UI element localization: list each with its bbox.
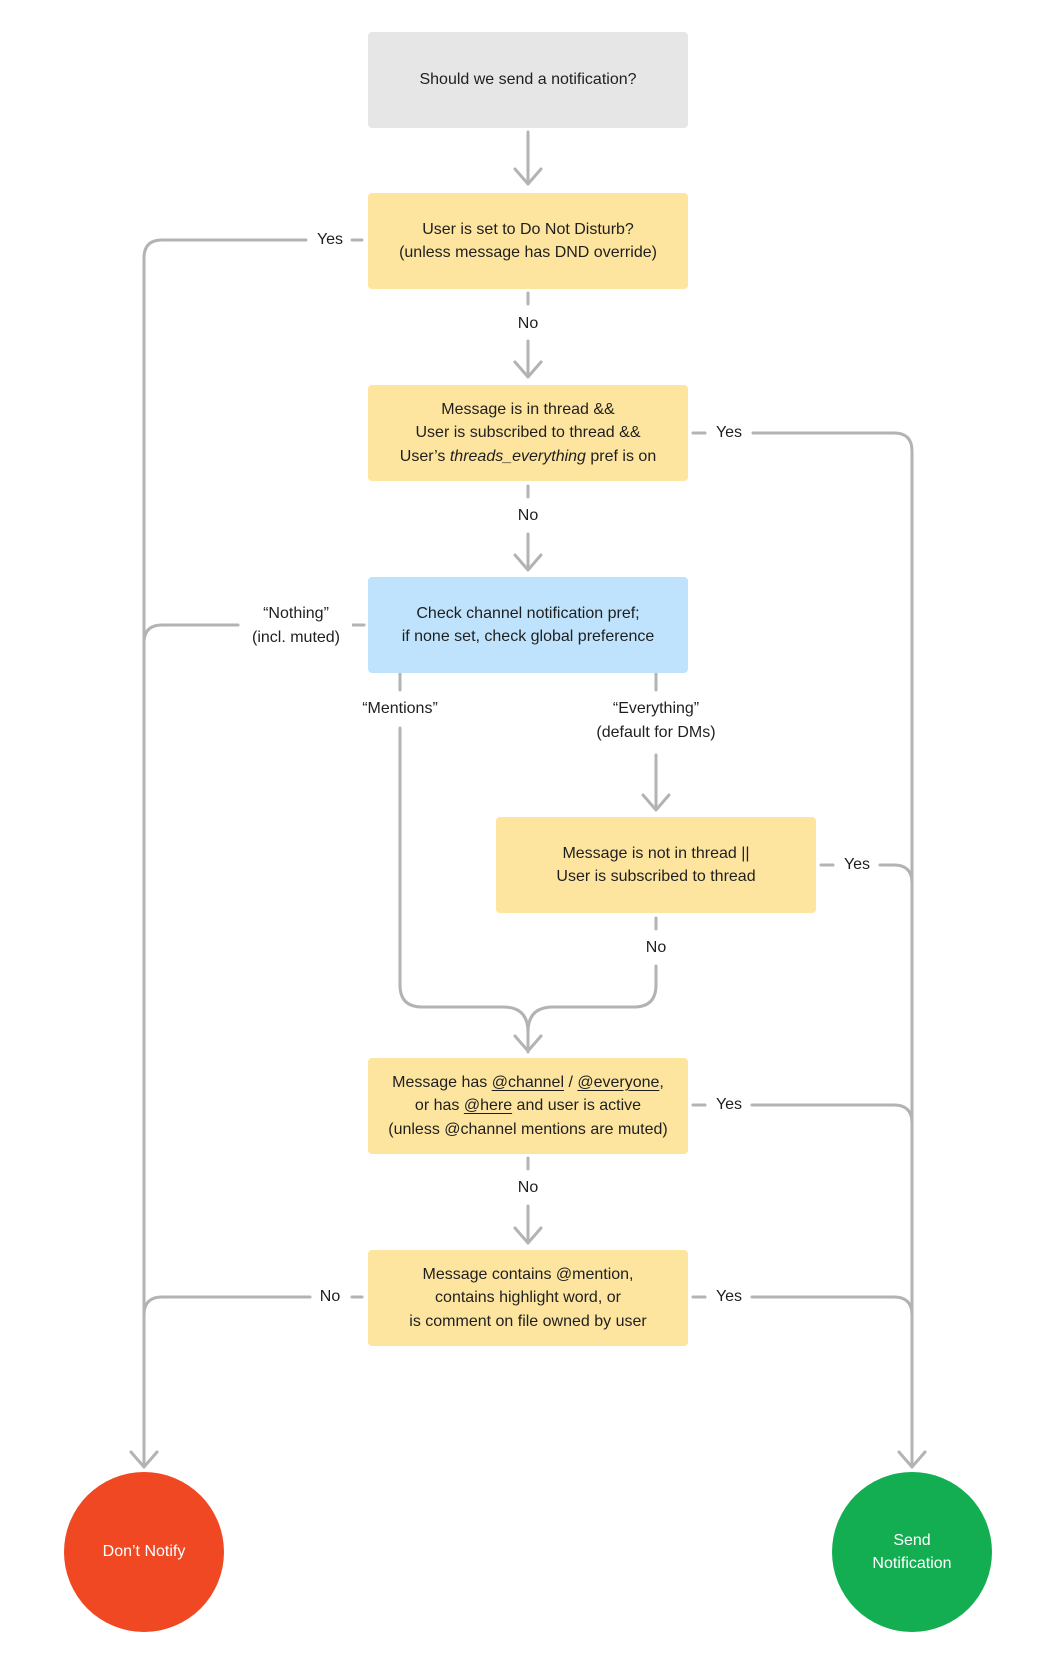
arrow-not-in-thread-yes: [878, 863, 914, 885]
arrow-thread-no: [513, 484, 543, 572]
arrow-channel-yes: [750, 1103, 914, 1125]
arrow-not-in-thread-no: [526, 916, 658, 1034]
arrow-thread-yes: [751, 431, 927, 1469]
channel-mention-line-2: or has @here and user is active: [415, 1094, 641, 1118]
here-tag: @here: [463, 1097, 513, 1115]
not-in-thread-yes-label: Yes: [839, 853, 875, 877]
thread-line-3-pre: User’s: [399, 447, 450, 465]
channel-yes-label: Yes: [711, 1093, 747, 1117]
thread-decision: Message is in thread && User is subscrib…: [368, 385, 688, 481]
dont-notify-node: Don’t Notify: [64, 1472, 224, 1632]
arrow-dnd-no: [513, 291, 543, 379]
send-line-1: Send: [893, 1531, 931, 1549]
thread-no-label: No: [508, 504, 548, 528]
channel-mention-line-2-a: or has: [414, 1097, 464, 1115]
everyone-tag: @everyone: [577, 1073, 660, 1091]
mention-line-2: contains highlight word, or: [435, 1289, 621, 1307]
start-label: Should we send a notification?: [419, 71, 637, 89]
channel-pref-node: Check channel notification pref; if none…: [368, 577, 688, 673]
mention-no-label: No: [313, 1285, 347, 1309]
mention-decision: Message contains @mention, contains high…: [368, 1250, 688, 1346]
not-in-thread-decision: Message is not in thread || User is subs…: [496, 817, 816, 913]
not-in-thread-line-1: Message is not in thread ||: [562, 844, 750, 862]
channel-mention-line-1-e: ,: [659, 1073, 664, 1091]
dnd-decision: User is set to Do Not Disturb? (unless m…: [368, 193, 688, 289]
thread-yes-label: Yes: [711, 421, 747, 445]
everything-label: “Everything” (default for DMs): [582, 697, 730, 744]
arrow-mention-yes: [750, 1295, 914, 1317]
not-in-thread-line-2: User is subscribed to thread: [556, 868, 756, 885]
channel-pref-line-1: Check channel notification pref;: [416, 604, 640, 622]
channel-mention-line-2-c: and user is active: [512, 1097, 642, 1115]
nothing-label: “Nothing” (incl. muted): [240, 602, 352, 649]
dnd-no-label: No: [508, 312, 548, 336]
everything-line-2: (default for DMs): [596, 723, 716, 741]
mention-yes-label: Yes: [711, 1285, 747, 1309]
channel-mention-line-3: (unless @channel mentions are muted): [388, 1120, 668, 1138]
thread-line-2: User is subscribed to thread &&: [415, 424, 641, 442]
arrow-mentions-path: [398, 671, 543, 1054]
dnd-yes-label: Yes: [312, 228, 348, 252]
channel-pref-line-2: if none set, check global preference: [401, 628, 655, 645]
channel-mention-line-1-c: /: [564, 1073, 578, 1091]
channel-no-label: No: [508, 1176, 548, 1200]
dnd-line-1: User is set to Do Not Disturb?: [422, 220, 634, 238]
dnd-line-2: (unless message has DND override): [399, 244, 657, 261]
thread-line-3-post: pref is on: [585, 447, 657, 465]
channel-mention-line-1-a: Message has: [392, 1073, 492, 1091]
dont-notify-label: Don’t Notify: [102, 1543, 186, 1561]
mentions-label: “Mentions”: [348, 697, 452, 721]
everything-line-1: “Everything”: [612, 700, 700, 717]
mention-line-1: Message contains @mention,: [422, 1265, 634, 1283]
arrow-start-to-dnd: [513, 130, 543, 186]
arrow-mention-no: [142, 1295, 312, 1317]
thread-pref-name: threads_everything: [449, 447, 586, 465]
send-notification-node: Send Notification: [832, 1472, 992, 1632]
channel-mention-line-1: Message has @channel / @everyone,: [392, 1071, 664, 1095]
nothing-line-1: “Nothing”: [263, 605, 329, 622]
send-line-2: Notification: [872, 1555, 952, 1572]
thread-line-3: User’s threads_everything pref is on: [400, 445, 656, 469]
channel-tag: @channel: [491, 1073, 565, 1091]
nothing-line-2: (incl. muted): [251, 628, 341, 646]
not-in-thread-no-label: No: [636, 936, 676, 960]
start-node: Should we send a notification?: [368, 32, 688, 128]
arrow-everything: [641, 671, 671, 812]
arrow-channel-no: [513, 1156, 543, 1245]
mention-line-3: is comment on file owned by user: [409, 1312, 647, 1330]
thread-line-1: Message is in thread &&: [441, 400, 615, 418]
arrow-dnd-yes: [129, 238, 308, 1469]
channel-mention-decision: Message has @channel / @everyone, or has…: [368, 1058, 688, 1154]
arrow-nothing: [142, 623, 240, 645]
